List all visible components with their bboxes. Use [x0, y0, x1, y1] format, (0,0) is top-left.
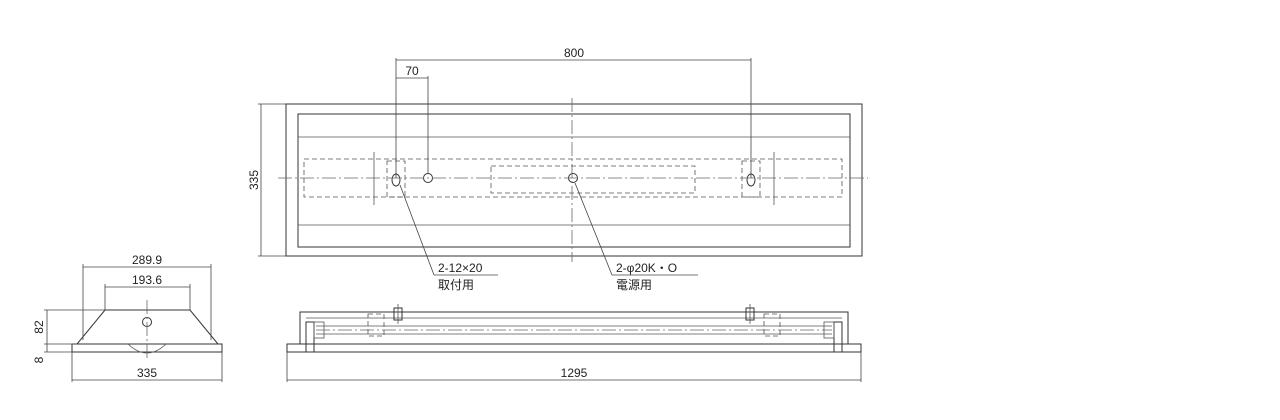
front-view-bracket-left	[367, 313, 385, 337]
dim-1295-label: 1295	[561, 366, 588, 380]
dim-289-label: 289.9	[132, 253, 162, 267]
callout-mount-label: 取付用	[438, 278, 474, 292]
top-view-ballast-box	[490, 165, 696, 194]
side-view-body	[75, 309, 220, 345]
front-view-socket-cap-left	[313, 321, 325, 339]
dim-335h-label: 335	[137, 366, 157, 380]
callout-mount-leader	[399, 184, 435, 276]
dim-193-label: 193.6	[132, 273, 162, 287]
callout-mount-spec: 2-12×20	[438, 261, 483, 275]
dim-70-label: 70	[405, 64, 419, 78]
front-view: 1295	[286, 304, 862, 382]
dim-335v-label: 335	[247, 170, 261, 190]
front-view-socket-left	[305, 321, 315, 353]
top-view-inner-panel	[297, 113, 851, 248]
front-view-socket-cap-right	[823, 321, 835, 339]
top-view-outer-frame	[285, 103, 863, 257]
dim-800-label: 800	[564, 46, 584, 60]
callout-power-spec: 2-φ20K・O	[616, 261, 677, 275]
front-view-flange	[286, 343, 862, 353]
front-view-bracket-right	[763, 313, 781, 337]
callout-power-label: 電源用	[616, 278, 652, 292]
front-view-socket-right	[833, 321, 843, 353]
front-view-body	[299, 311, 849, 345]
dim-8-label: 8	[32, 356, 46, 363]
top-view: 800 70 335 2-12×20 取付用 2-φ20K・O 電源用	[247, 46, 868, 292]
dim-82-label: 82	[32, 320, 46, 334]
callout-power-leader	[574, 182, 613, 276]
side-view: 289.9 193.6 82 8 335	[32, 253, 223, 382]
